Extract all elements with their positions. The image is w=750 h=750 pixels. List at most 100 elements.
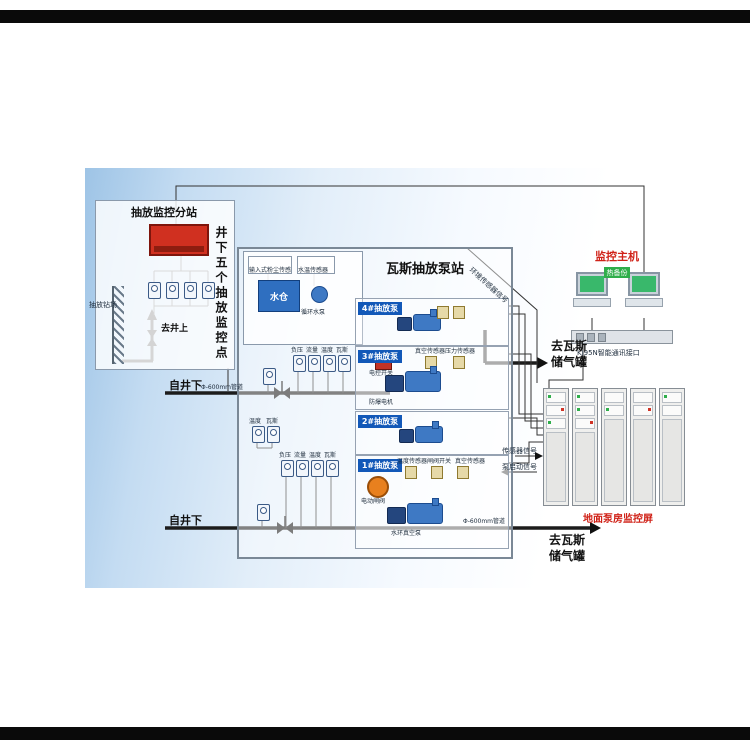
sensor-label: 瓦斯	[266, 418, 279, 425]
sensor-meter-icon	[338, 355, 351, 372]
cabinet-icon	[601, 388, 627, 506]
comm-interface-icon	[571, 330, 673, 344]
pump-unit-1-tag: 1#抽放泵	[358, 459, 402, 472]
cabinet-panel	[575, 432, 595, 502]
hot-backup-badge: 热备份	[604, 267, 630, 278]
pump-icon	[413, 309, 441, 331]
computer-base-icon	[573, 298, 611, 307]
substation-controller-icon	[149, 224, 209, 256]
to-gas-tank-top-line1: 去瓦斯	[550, 339, 587, 353]
sensor-icon	[453, 306, 465, 319]
sensor-label: 流量	[306, 347, 319, 354]
screen-icon	[632, 276, 656, 292]
drill-field-label: 抽放钻场	[89, 301, 117, 309]
module-icon	[546, 392, 566, 403]
sensor-meter-icon	[257, 504, 270, 521]
host-title: 监控主机	[595, 250, 639, 263]
pump-unit-3-tag: 3#抽放泵	[358, 350, 402, 363]
module-icon	[546, 418, 566, 429]
pump-unit-3-pumpset	[385, 366, 441, 392]
sensor-meter-icon	[296, 460, 309, 477]
monitor-icon	[628, 272, 660, 296]
sensor-icon	[453, 356, 465, 369]
motor-icon	[399, 429, 414, 443]
module-icon	[604, 392, 624, 403]
to-gas-tank-bottom: 去瓦斯 储气罐	[543, 532, 591, 564]
electric-gate-valve-icon	[367, 476, 389, 498]
comm-port-icon	[587, 332, 595, 342]
substation-title: 抽放监控分站	[131, 206, 197, 219]
pump-icon	[415, 421, 443, 443]
pipe-spec-label-1: Φ-600mm管道	[201, 384, 244, 391]
pump-unit-2-tag: 2#抽放泵	[358, 415, 402, 428]
module-icon	[633, 392, 653, 403]
motor-icon	[387, 507, 406, 524]
vacuum-sensor-label: 真空传感器	[415, 348, 446, 355]
dust-sensor-box: 输入式粉尘传感器	[248, 256, 292, 274]
coal-wall-hatch	[112, 286, 124, 364]
module-icon	[575, 392, 595, 403]
sensor-meter-icon	[293, 355, 306, 372]
control-box-label: 电控开关	[369, 370, 394, 377]
cabinet-panel	[662, 419, 682, 502]
to-gas-tank-top-line2: 储气罐	[550, 355, 587, 369]
pump-unit-1-pumpset	[387, 498, 443, 524]
sensor-label: 温度	[309, 452, 322, 459]
cabinet-panel	[633, 419, 653, 502]
module-icon	[575, 418, 595, 429]
sensor-meter-icon	[252, 426, 265, 443]
sensor-meter-icon	[326, 460, 339, 477]
circulating-pump-label: 循环水泵	[301, 309, 326, 316]
vacuum-sensor-label: 真空传感器	[455, 458, 486, 465]
comm-port-icon	[576, 332, 584, 342]
sensor-meter-icon	[263, 368, 276, 385]
sensor-label: 瓦斯	[336, 347, 349, 354]
pump-station-title: 瓦斯抽放泵站	[385, 262, 464, 277]
pump-icon	[405, 366, 441, 392]
comm-interface-label: KJ95N智能通讯接口	[577, 349, 640, 357]
motor-label: 防爆电机	[369, 399, 394, 406]
sensor-icon	[431, 466, 443, 479]
sensor-meter-icon	[267, 426, 280, 443]
sensor-meter-icon	[166, 282, 179, 299]
underground-points-note: 井下五个抽放监控点	[214, 226, 228, 361]
sensor-label: 温度	[321, 347, 334, 354]
module-icon	[662, 392, 682, 403]
sensor-meter-icon	[184, 282, 197, 299]
gate-switch-label: 闸阀开关	[427, 458, 452, 465]
cabinet-icon	[659, 388, 685, 506]
sensor-meter-icon	[311, 460, 324, 477]
sensor-label: 负压	[279, 452, 292, 459]
motor-icon	[397, 317, 412, 331]
module-icon	[575, 405, 595, 416]
sensor-signal-label: 传感器信号	[502, 447, 537, 455]
monitoring-cabinet-bank	[543, 388, 685, 506]
pressure-sensor-label: 压力传感器	[445, 348, 476, 355]
water-temp-sensor-box: 水温传感器	[297, 256, 335, 274]
comm-port-icon	[598, 332, 606, 342]
scada-diagram-canvas: 抽放监控分站 抽放钻场 去井上 井下五个抽放监控点 瓦斯抽放泵站 输入式粉尘传感…	[85, 168, 685, 588]
water-tank-icon: 水仓	[258, 280, 300, 312]
to-surface-label: 去井上	[161, 324, 189, 334]
sensor-meter-icon	[148, 282, 161, 299]
to-gas-tank-top: 去瓦斯 储气罐	[545, 338, 593, 370]
dust-sensor-label: 输入式粉尘传感器	[249, 267, 292, 274]
sensor-icon	[457, 466, 469, 479]
cabinet-icon	[630, 388, 656, 506]
host-computer-icon	[573, 272, 611, 307]
cabinet-panel	[546, 432, 566, 502]
bottom-border-bar	[0, 727, 750, 740]
sensor-meter-icon	[323, 355, 336, 372]
computer-base-icon	[625, 298, 663, 307]
from-well-label-1: 自井下	[169, 379, 202, 392]
sensor-label: 温度	[249, 418, 262, 425]
backup-computer-icon	[625, 272, 663, 307]
sensor-label: 瓦斯	[324, 452, 337, 459]
cabinet-panel	[604, 419, 624, 502]
water-ring-pump-label: 水环真空泵	[391, 530, 422, 537]
module-icon	[604, 405, 624, 416]
monitor-icon	[576, 272, 608, 296]
electric-gate-valve-label: 电动闸阀	[361, 498, 386, 505]
sensor-label: 流量	[294, 452, 307, 459]
